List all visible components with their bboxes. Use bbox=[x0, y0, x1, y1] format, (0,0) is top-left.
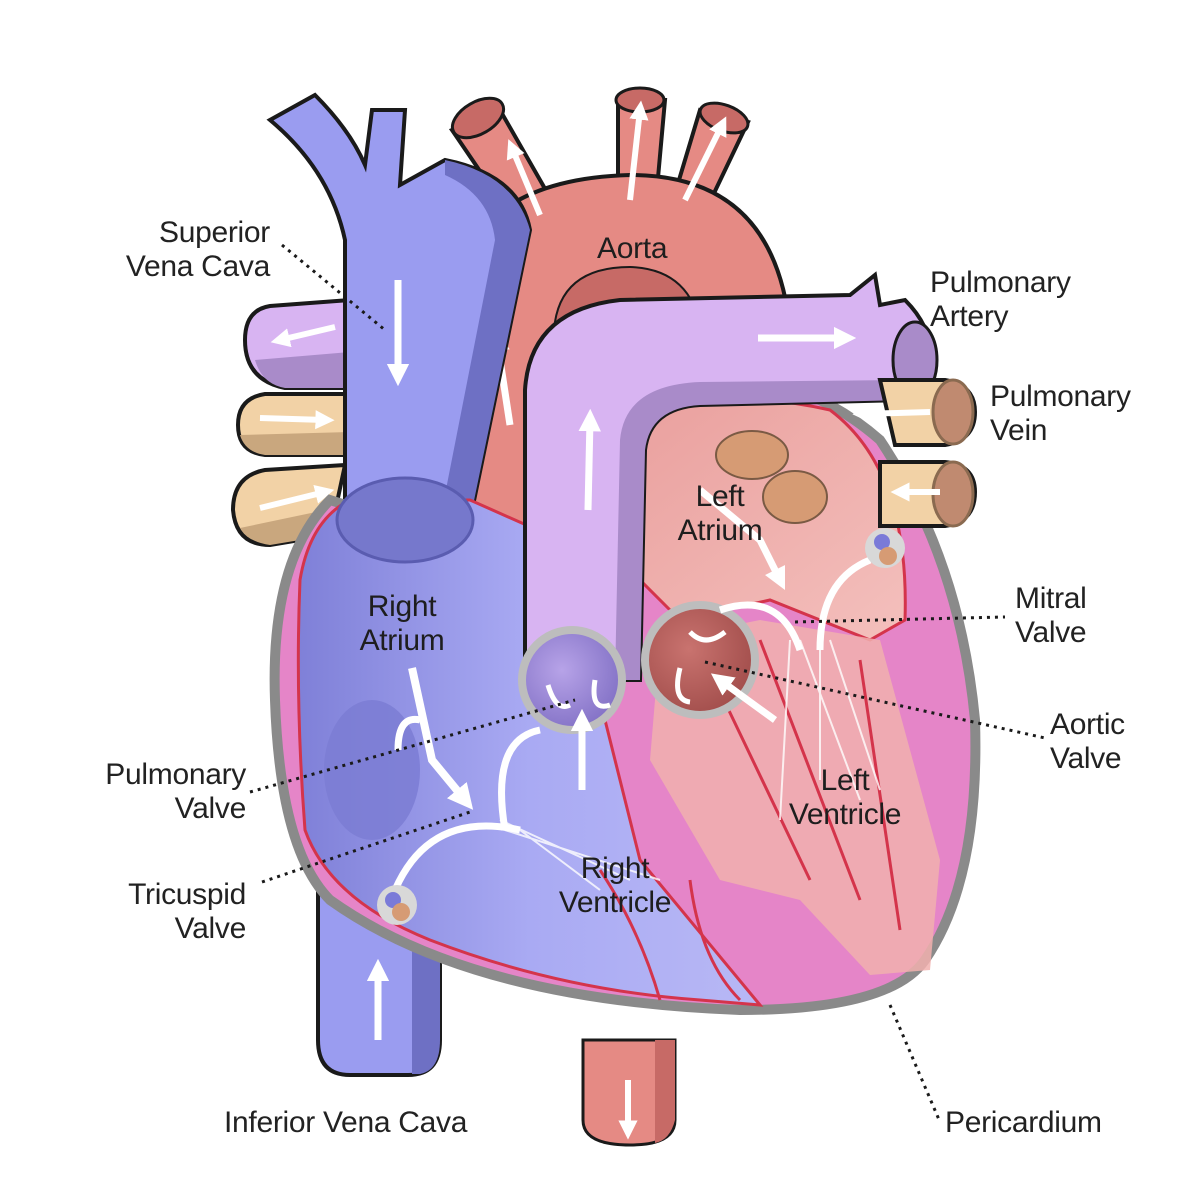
label-aorta: Aorta bbox=[597, 232, 668, 265]
leader-lines bbox=[249, 243, 1046, 1123]
pulmonary-valve-shape bbox=[518, 626, 626, 734]
aortic-valve-shape bbox=[641, 601, 759, 719]
label-inferior-vena-cava: Inferior Vena Cava bbox=[224, 1106, 468, 1139]
label-right-atrium: Right Atrium bbox=[359, 590, 445, 657]
label-mitral-valve: Mitral Valve bbox=[1015, 582, 1087, 649]
label-pericardium: Pericardium bbox=[945, 1106, 1102, 1139]
label-aortic-valve: Aortic Valve bbox=[1050, 708, 1125, 775]
tricuspid-valve-shape bbox=[391, 726, 661, 892]
label-pulmonary-vein: Pulmonary Vein bbox=[990, 380, 1131, 447]
flow-arrows bbox=[394, 487, 786, 810]
descending-aorta bbox=[581, 1038, 677, 1147]
label-superior-vena-cava: Superior Vena Cava bbox=[125, 216, 270, 283]
label-left-ventricle: Left Ventricle bbox=[788, 764, 902, 831]
label-left-atrium: Left Atrium bbox=[677, 480, 763, 547]
label-pulmonary-artery: Pulmonary Artery bbox=[930, 266, 1071, 333]
right-pulmonary-veins bbox=[852, 378, 978, 528]
label-pulmonary-valve: Pulmonary Valve bbox=[105, 758, 246, 825]
label-right-ventricle: Right Ventricle bbox=[558, 852, 672, 919]
mitral-valve-shape bbox=[718, 556, 881, 821]
superior-vena-cava bbox=[266, 92, 533, 522]
left-atrium bbox=[598, 398, 907, 642]
label-tricuspid-valve: Tricuspid Valve bbox=[128, 878, 246, 945]
coronary-vessels bbox=[377, 528, 905, 925]
